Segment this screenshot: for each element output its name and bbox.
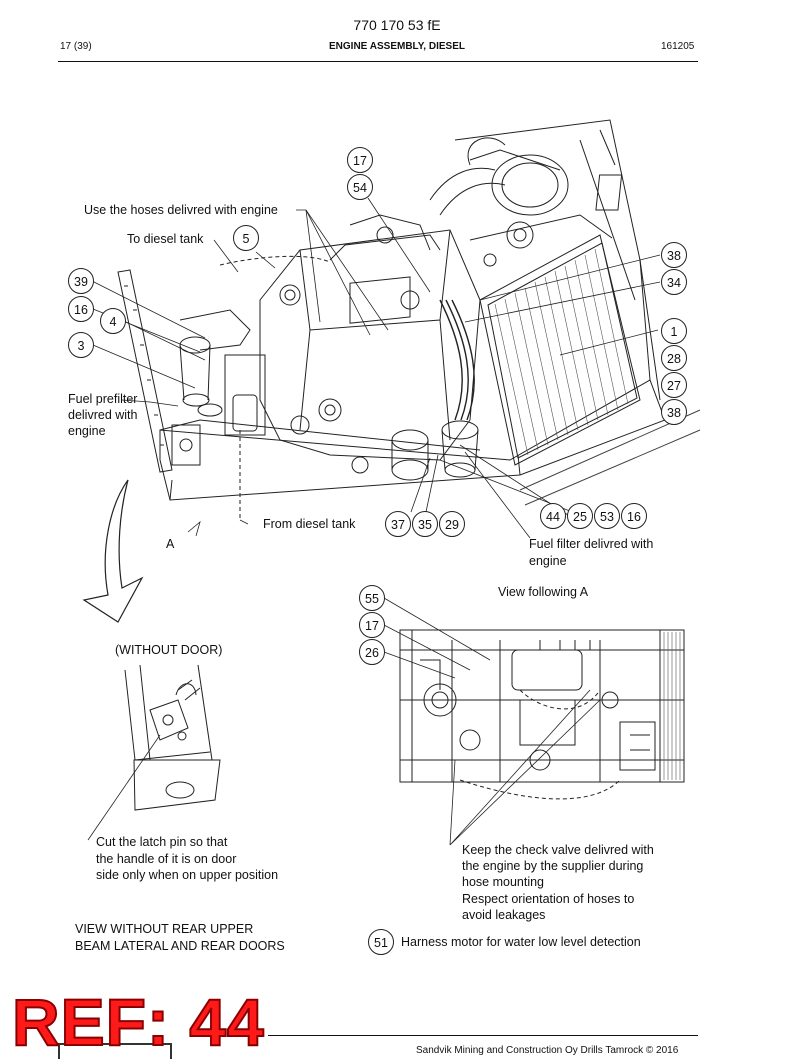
ref-stamp: REF: 44 <box>11 985 265 1059</box>
document-date: 161205 <box>661 41 695 52</box>
balloon-27: 27 <box>661 372 687 398</box>
turbo-and-airfilter <box>349 137 569 267</box>
label-prefilter-1: Fuel prefilter <box>68 392 138 406</box>
label-to-diesel-tank: To diesel tank <box>127 232 204 246</box>
label-check-valve-1: Keep the check valve delivred with <box>462 843 654 857</box>
balloon-17-top: 17 <box>347 147 373 173</box>
label-view-a: A <box>166 537 175 551</box>
label-check-valve-3: hose mounting <box>462 875 545 889</box>
balloon-37: 37 <box>385 511 411 537</box>
footer-rule <box>268 1035 698 1036</box>
label-from-diesel-tank: From diesel tank <box>263 517 356 531</box>
balloon-55: 55 <box>359 585 385 611</box>
page-title: ENGINE ASSEMBLY, DIESEL <box>329 41 465 52</box>
fuel-prefilter <box>171 309 266 466</box>
header-rule <box>58 61 698 62</box>
balloon-28: 28 <box>661 345 687 371</box>
balloon-53: 53 <box>594 503 620 529</box>
engine-frame <box>117 119 701 506</box>
balloon-44: 44 <box>540 503 566 529</box>
label-check-valve-4: Respect orientation of hoses to <box>462 892 635 906</box>
label-view-following-a: View following A <box>498 585 589 599</box>
label-hoses: Use the hoses delivred with engine <box>84 203 278 217</box>
balloon-16-left: 16 <box>68 296 94 322</box>
page-number: 17 (39) <box>60 41 92 52</box>
view-arrow <box>82 479 144 623</box>
engine-block <box>259 229 481 481</box>
balloon-26: 26 <box>359 639 385 665</box>
balloon-16-right: 16 <box>621 503 647 529</box>
label-view-without-2: BEAM LATERAL AND REAR DOORS <box>75 939 285 953</box>
balloon-54: 54 <box>347 174 373 200</box>
label-check-valve-2: the engine by the supplier during <box>462 859 644 873</box>
balloon-3: 3 <box>68 332 94 358</box>
balloon-38-top: 38 <box>661 242 687 268</box>
balloon-1: 1 <box>661 318 687 344</box>
balloon-51: 51 <box>368 929 394 955</box>
balloon-29: 29 <box>439 511 465 537</box>
balloon-34: 34 <box>661 269 687 295</box>
label-harness: Harness motor for water low level detect… <box>401 935 641 949</box>
label-prefilter-2: delivred with <box>68 408 138 422</box>
sandvik-logo <box>58 1043 172 1059</box>
balloon-17-mid: 17 <box>359 612 385 638</box>
balloon-38-bottom: 38 <box>661 399 687 425</box>
balloon-39: 39 <box>68 268 94 294</box>
label-check-valve-5: avoid leakages <box>462 908 546 922</box>
label-without-door: (WITHOUT DOOR) <box>115 643 223 657</box>
radiator <box>469 214 641 466</box>
latch-detail <box>87 664 221 841</box>
balloon-35: 35 <box>412 511 438 537</box>
balloon-25: 25 <box>567 503 593 529</box>
label-prefilter-3: engine <box>68 424 106 438</box>
view-following-a <box>383 597 685 846</box>
label-fuel-filter-1: Fuel filter delivred with <box>529 537 654 551</box>
balloon-4: 4 <box>100 308 126 334</box>
footer-copyright: Sandvik Mining and Construction Oy Drill… <box>416 1045 679 1056</box>
label-latch-1: Cut the latch pin so that <box>96 835 228 849</box>
label-fuel-filter-2: engine <box>529 554 567 568</box>
label-view-without-1: VIEW WITHOUT REAR UPPER <box>75 922 254 936</box>
label-latch-3: side only when on upper position <box>96 868 279 882</box>
label-latch-2: the handle of it is on door <box>96 852 237 866</box>
balloon-5: 5 <box>233 225 259 251</box>
document-code: 770 170 53 fE <box>353 17 441 33</box>
